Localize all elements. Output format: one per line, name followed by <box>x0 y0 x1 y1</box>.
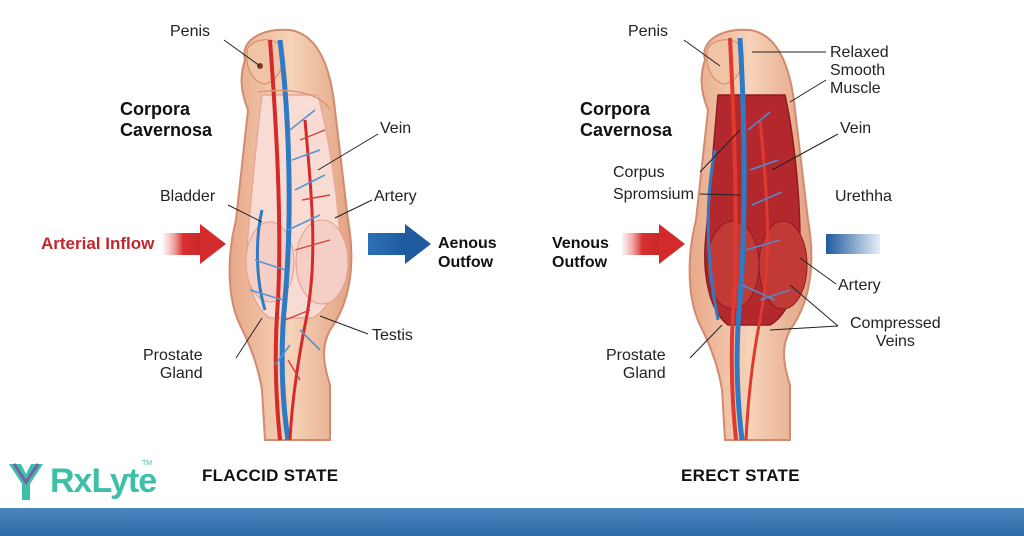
label-vein-flaccid: Vein <box>380 120 412 137</box>
label-vein-erect: Vein <box>840 120 872 137</box>
label-prostate-flaccid: Prostate Gland <box>143 347 203 382</box>
flaccid-bulb-right <box>295 219 349 305</box>
label-arterial-inflow: Arterial Inflow <box>41 234 155 253</box>
label-relaxed-muscle: Relaxed Smooth Muscle <box>830 44 889 97</box>
flaccid-main-vein <box>277 39 292 441</box>
bottom-bar <box>0 508 1024 536</box>
caption-flaccid: FLACCID STATE <box>202 466 339 485</box>
brand-logo: RxLyte TM <box>6 458 157 504</box>
label-venous-outflow-erect: Venous Outfow <box>552 235 609 271</box>
flaccid-illustration <box>228 28 353 441</box>
flaccid-main-artery <box>268 39 282 441</box>
erect-main-artery <box>728 37 738 441</box>
brand-mark-icon <box>9 463 43 500</box>
label-urethra: Urethha <box>835 188 892 205</box>
label-penis-erect: Penis <box>628 23 669 40</box>
label-bladder: Bladder <box>160 188 216 205</box>
label-corpus-spongiosum: Corpus Spromsium <box>613 164 694 203</box>
label-prostate-erect: Prostate Gland <box>606 347 666 382</box>
erect-inflow-arrow <box>622 224 685 264</box>
erect-illustration <box>688 28 813 441</box>
caption-erect: ERECT STATE <box>681 466 800 485</box>
label-compressed-veins: Compressed Veins <box>850 315 941 350</box>
label-penis-flaccid: Penis <box>170 23 211 40</box>
erect-main-vein <box>734 37 747 441</box>
label-testis: Testis <box>372 327 413 344</box>
leader-lines <box>223 39 839 359</box>
venous-outflow-arrow <box>368 224 431 264</box>
label-corpora-flaccid: Corpora Cavernosa <box>120 99 213 140</box>
label-venous-outflow-flaccid: Aenous Outfow <box>438 235 497 271</box>
label-corpora-erect: Corpora Cavernosa <box>580 99 673 140</box>
brand-tm: TM <box>142 460 153 467</box>
brand-name: RxLyte <box>50 462 157 500</box>
label-artery-flaccid: Artery <box>374 188 417 205</box>
arterial-inflow-arrow <box>163 224 226 264</box>
erect-outflow-bar <box>826 234 880 254</box>
label-artery-erect: Artery <box>838 277 881 294</box>
